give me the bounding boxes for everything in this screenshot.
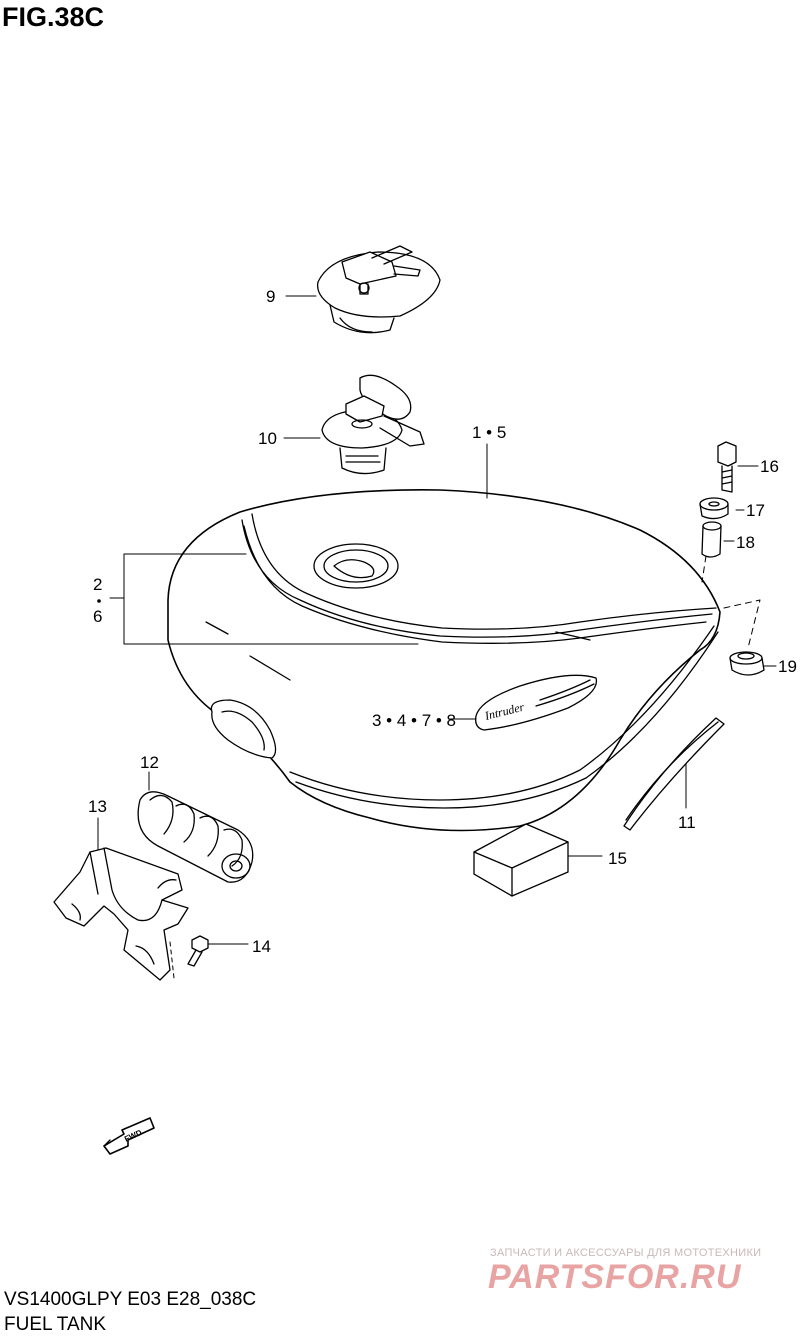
part-9-locking-cap[interactable] bbox=[318, 246, 440, 333]
callout-dot bbox=[97, 599, 101, 603]
figure-title: FIG.38C bbox=[2, 2, 105, 32]
callout-19: 19 bbox=[778, 657, 797, 676]
watermark-logo: PARTSFOR.RU bbox=[488, 1258, 742, 1296]
callout-11: 11 bbox=[678, 813, 696, 832]
part-13-bracket[interactable] bbox=[54, 848, 188, 980]
part-19-cushion[interactable] bbox=[730, 652, 764, 675]
part-10-cap-with-key[interactable] bbox=[322, 375, 424, 473]
callout-3-4-7-8: 3 • 4 • 7 • 8 bbox=[372, 711, 456, 730]
part-14-screw[interactable] bbox=[188, 936, 208, 966]
callout-10: 10 bbox=[258, 429, 277, 448]
part-15-block[interactable] bbox=[474, 824, 568, 896]
tank-emblem: Intruder bbox=[476, 675, 597, 730]
callout-2: 2 bbox=[93, 575, 102, 594]
callout-labels: 9 10 1 • 5 16 17 18 2 6 19 3 • 4 • 7 • 8… bbox=[88, 287, 797, 956]
part-11-strip[interactable] bbox=[624, 718, 724, 830]
callout-12: 12 bbox=[140, 753, 159, 772]
callout-13: 13 bbox=[88, 797, 107, 816]
model-code: VS1400GLPY E03 E28_038C bbox=[4, 1289, 257, 1310]
callout-16: 16 bbox=[760, 457, 779, 476]
section-name: FUEL TANK bbox=[4, 1314, 107, 1335]
part-1-fuel-tank[interactable] bbox=[168, 490, 720, 831]
callout-15: 15 bbox=[608, 849, 627, 868]
watermark-tagline: ЗАПЧАСТИ И АКСЕССУАРЫ ДЛЯ МОТОТЕХНИКИ bbox=[490, 1247, 762, 1259]
callout-1-5: 1 • 5 bbox=[472, 423, 506, 442]
callout-leaders bbox=[98, 296, 776, 978]
part-17-grommet[interactable] bbox=[700, 498, 728, 519]
part-12-rubber-cushion[interactable] bbox=[138, 792, 253, 882]
callout-14: 14 bbox=[252, 937, 271, 956]
part-18-collar[interactable] bbox=[702, 522, 721, 557]
part-16-bolt[interactable] bbox=[718, 442, 736, 492]
fwd-arrow: FWD bbox=[104, 1118, 154, 1154]
callout-6: 6 bbox=[93, 607, 102, 626]
callout-17: 17 bbox=[746, 501, 765, 520]
callout-18: 18 bbox=[736, 533, 755, 552]
callout-9: 9 bbox=[266, 287, 275, 306]
